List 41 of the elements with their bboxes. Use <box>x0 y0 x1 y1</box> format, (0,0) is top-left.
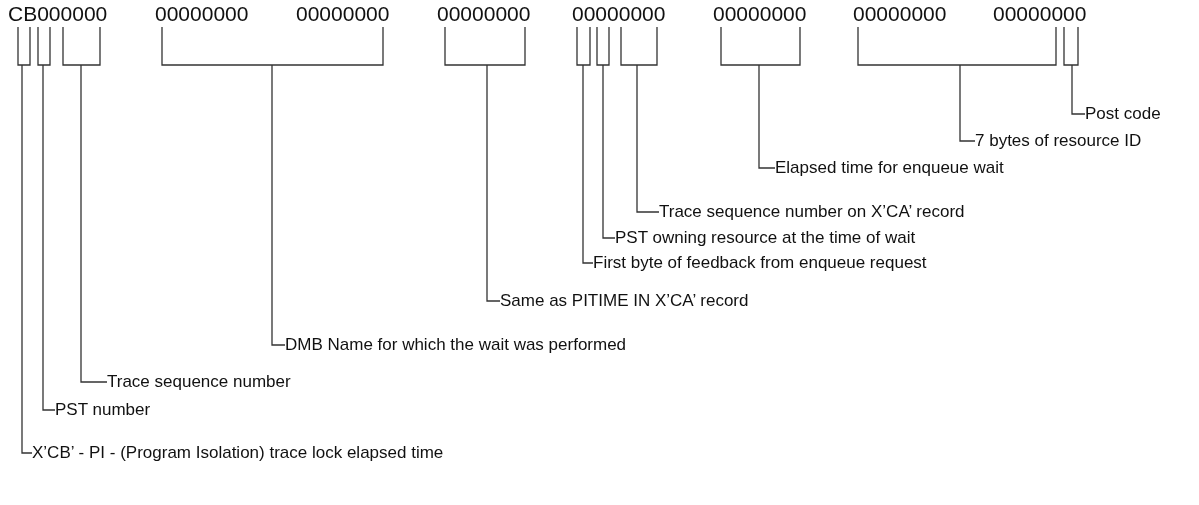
field-description: First byte of feedback from enqueue request <box>589 253 927 273</box>
bracket <box>577 27 590 65</box>
leader-line <box>486 64 501 302</box>
field-description: PST owning resource at the time of wait <box>611 228 916 248</box>
bracket <box>858 27 1056 65</box>
leader-line <box>42 64 56 411</box>
hex-value: 00000000 <box>993 2 1087 26</box>
leader-line <box>582 64 594 264</box>
leader-line <box>21 64 33 454</box>
field-description: PST number <box>51 400 151 420</box>
leader-line <box>758 64 776 169</box>
leader-line <box>1071 64 1086 115</box>
field-description: X’CB’ - PI - (Program Isolation) trace lock elapsed time <box>28 443 444 463</box>
hex-value: 00000000 <box>296 2 390 26</box>
bracket <box>63 27 100 65</box>
bracket <box>445 27 525 65</box>
hex-value: 00000000 <box>853 2 947 26</box>
field-description: Trace sequence number on X’CA’ record <box>655 202 965 222</box>
field-description: Post code <box>1081 104 1161 124</box>
bracket <box>597 27 609 65</box>
bracket <box>1064 27 1078 65</box>
bracket <box>721 27 800 65</box>
hex-value: 00000000 <box>437 2 531 26</box>
hex-value: CB000000 <box>8 2 108 26</box>
field-description: 7 bytes of resource ID <box>971 131 1142 151</box>
field-description: Same as PITIME IN X’CA’ record <box>496 291 749 311</box>
bracket <box>162 27 383 65</box>
hex-value: 00000000 <box>572 2 666 26</box>
bracket <box>38 27 50 65</box>
bracket <box>621 27 657 65</box>
leader-line <box>636 64 660 213</box>
leader-line <box>271 64 286 346</box>
leader-line <box>602 64 616 239</box>
hex-value: 00000000 <box>713 2 807 26</box>
field-description: Elapsed time for enqueue wait <box>771 158 1004 178</box>
leader-line <box>80 64 108 383</box>
hex-value: 00000000 <box>155 2 249 26</box>
field-description: DMB Name for which the wait was performed <box>281 335 627 355</box>
field-description: Trace sequence number <box>103 372 291 392</box>
leader-line <box>959 64 976 142</box>
bracket <box>18 27 30 65</box>
